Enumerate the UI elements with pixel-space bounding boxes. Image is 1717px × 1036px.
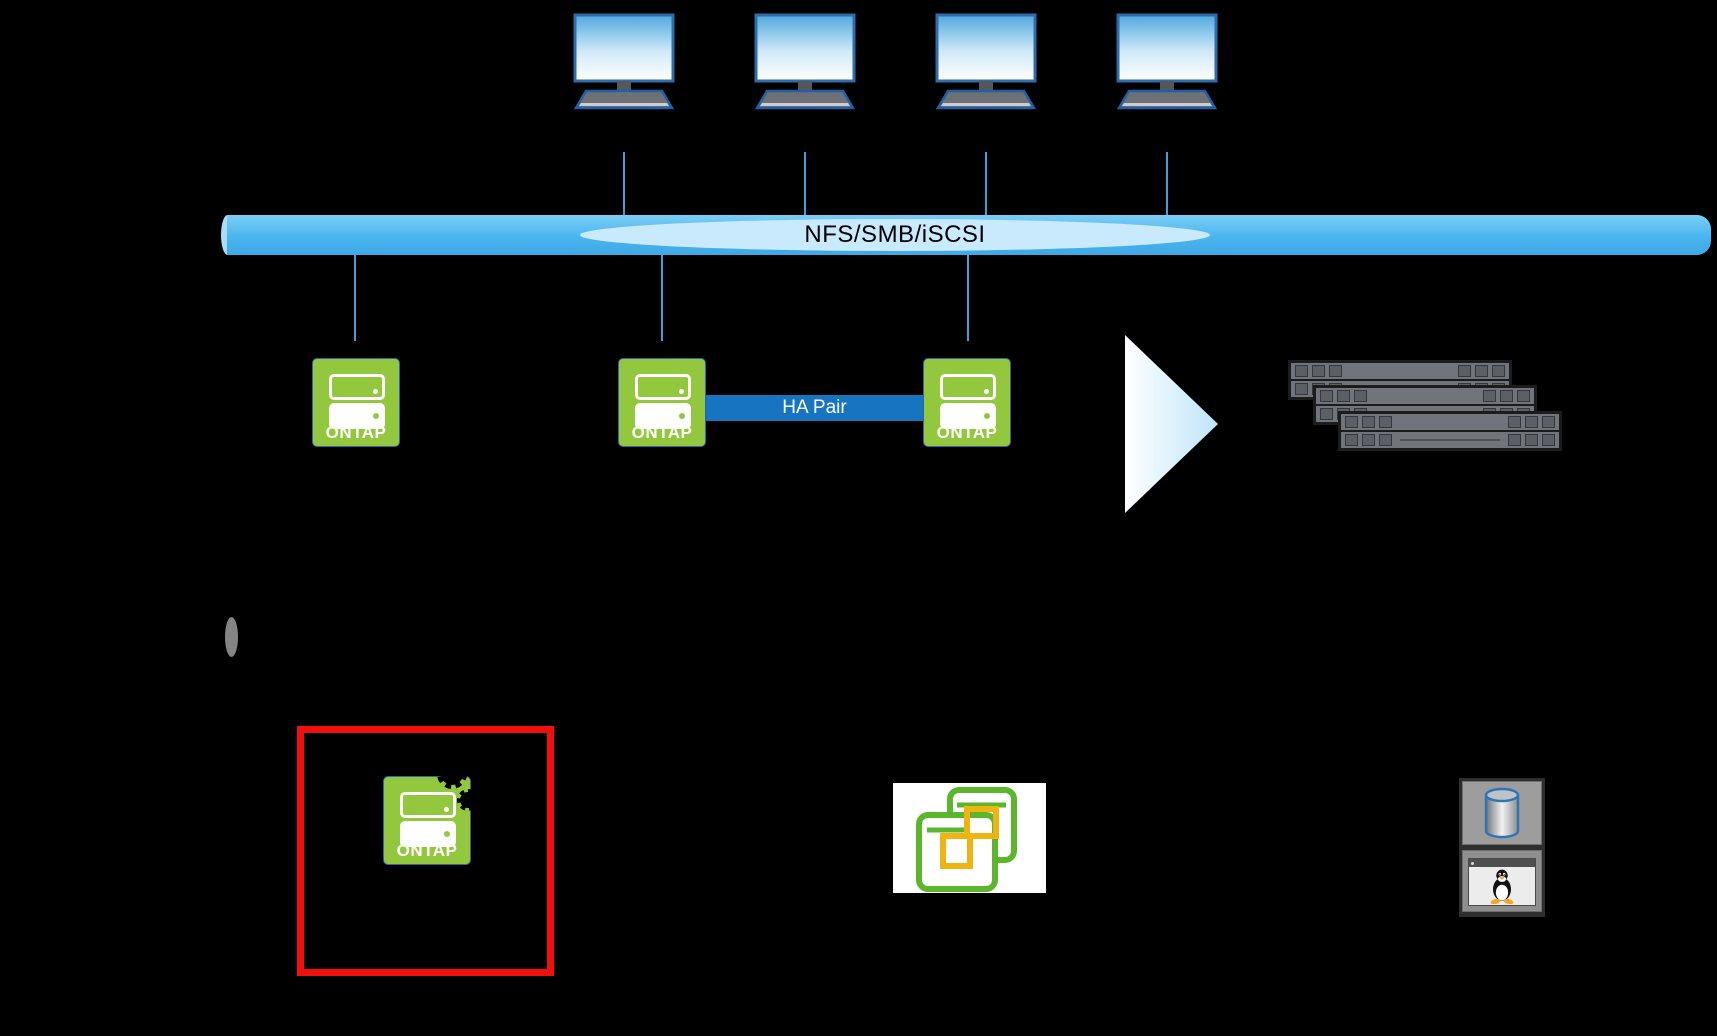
monitor-icon [573,13,675,110]
controller-shelf-icon [329,403,385,429]
ontap-node: ONTAP [312,358,400,447]
ha-pair-label: HA Pair [782,397,847,418]
client-monitor-icon [572,12,676,112]
gear-icon [437,759,479,811]
connector-line [985,152,987,216]
ontap-node-label: ONTAP [396,841,458,860]
connector-line [661,255,663,341]
ontap-node: ONTAP [923,358,1011,447]
highlight-box [297,726,554,976]
client-monitor-icon [1115,12,1219,112]
database-panel [1462,781,1542,845]
server-rack-icon [1338,411,1562,451]
transition-arrow-icon [1125,335,1218,513]
connector-line [1166,152,1168,216]
client-monitor-icon [934,12,1038,112]
vsphere-icon [893,783,1046,893]
ha-pair-link: HA Pair [706,395,923,421]
controller-shelf-icon [400,821,456,847]
vsphere-logo-icon [916,787,1017,892]
ontap-node-label: ONTAP [325,423,387,442]
backend-bus-end-cap [225,617,238,657]
ontap-managed-node: ONTAP [383,776,471,865]
controller-shelf-icon [329,374,385,400]
connector-line [967,255,969,341]
controller-shelf-icon [940,403,996,429]
database-cylinder-icon [1484,787,1520,839]
bus-label: NFS/SMB/iSCSI [804,221,986,248]
controller-shelf-icon [635,374,691,400]
controller-shelf-icon [635,403,691,429]
linux-db-icon [1459,778,1545,917]
terminal-window [1468,858,1536,906]
monitor-icon [1116,13,1218,110]
ontap-node-label: ONTAP [631,423,693,442]
client-monitor-icon [753,12,857,112]
controller-shelf-icon [400,792,456,818]
controller-shelf-icon [940,374,996,400]
connector-line [623,152,625,216]
monitor-icon [754,13,856,110]
connector-line [354,255,356,341]
linux-panel [1462,850,1542,912]
bus-highlight: NFS/SMB/iSCSI [580,219,1210,251]
tux-icon [1490,869,1514,904]
terminal-titlebar [1469,859,1535,867]
ontap-node: ONTAP [618,358,706,447]
monitor-icon [935,13,1037,110]
ontap-node-label: ONTAP [936,423,998,442]
connector-line [804,152,806,216]
